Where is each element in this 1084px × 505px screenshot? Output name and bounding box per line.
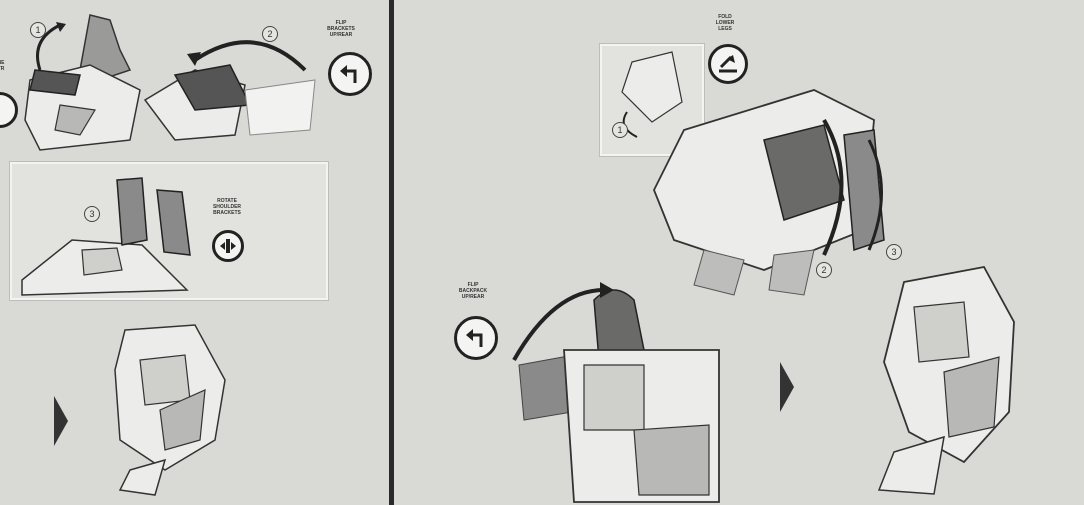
rotate-icon [212,230,244,262]
step-number-2: 2 [816,262,832,278]
fold-icon [708,44,748,84]
flip-arrow-icon [0,92,18,128]
final-robot-figure [874,262,1034,502]
flip-arrow-icon [454,316,498,360]
flip-backpack-label: FLIP BACKPACK UP/REAR [450,282,496,300]
flip-arrow-icon [328,52,372,96]
rotate-brackets-label: ROTATE SHOULDER BRACKETS [204,198,250,216]
step-number-2: 2 [262,26,278,42]
backpack-figure [514,280,724,505]
next-step-arrow-icon [780,362,794,412]
assembled-torso-figure [105,320,235,500]
next-step-arrow-icon [54,396,68,446]
instruction-panel-right: 1 FOLD LOWER LEGS 2 3 FLIP BACKPACK UP/R… [394,0,1084,505]
step-number-3: 3 [886,244,902,260]
robot-legs-figure [644,80,904,300]
step-3-inset: 3 ROTATE SHOULDER BRACKETS [10,162,328,300]
arm-figure [135,40,325,160]
fold-legs-label: FOLD LOWER LEGS [702,14,748,32]
shoulder-figure [22,170,202,295]
cut-label: NE TR [0,60,16,72]
step-number-1: 1 [30,22,46,38]
step-number-3: 3 [84,206,100,222]
flip-brackets-label: FLIP BRACKETS UP/REAR [318,20,364,38]
instruction-panel-left: NE TR 1 2 FLIP BRACKETS UP/REAR 3 [0,0,389,505]
step-number-1: 1 [612,122,628,138]
